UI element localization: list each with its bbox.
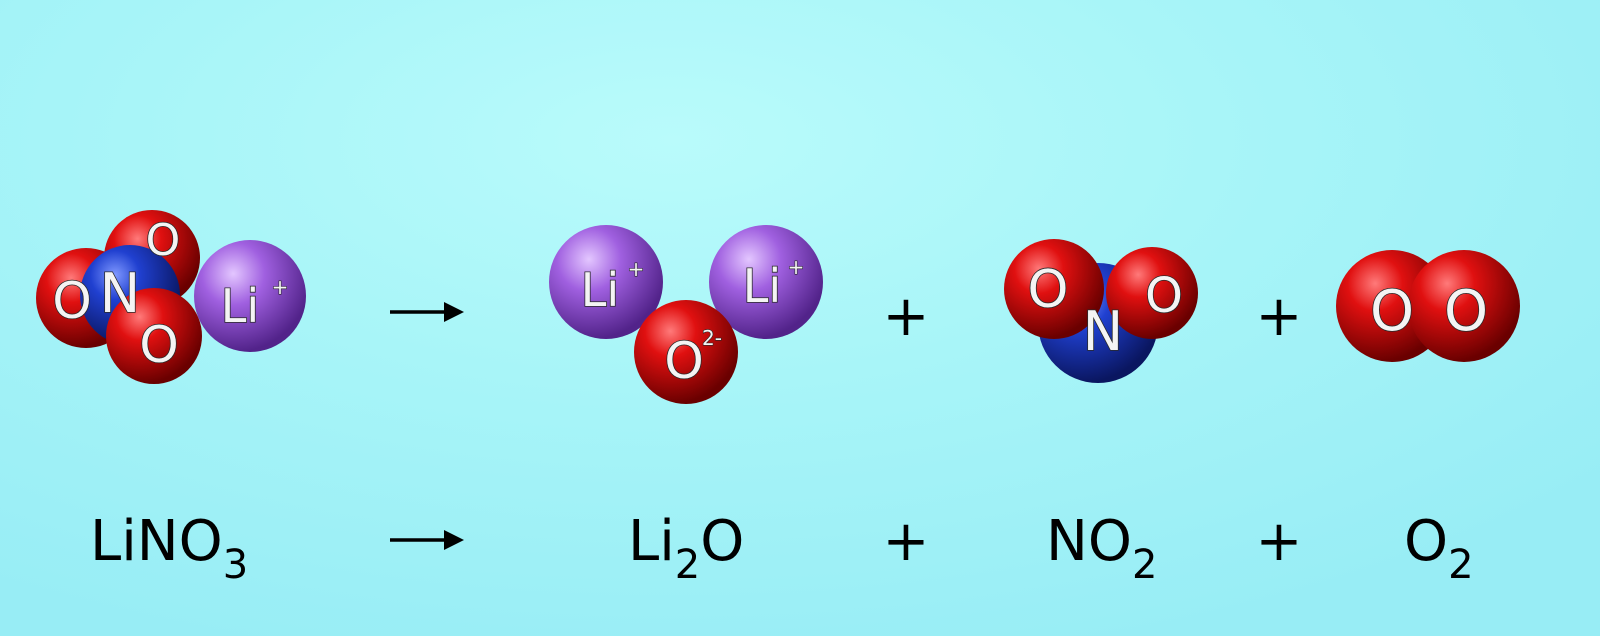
o2-molecule: O O — [1336, 250, 1520, 362]
atom-label-o: O — [146, 215, 181, 266]
atom-label-o: O — [1028, 260, 1069, 320]
atom-label-o: O — [1145, 268, 1183, 324]
oxygen-atom — [1106, 247, 1198, 339]
formula-main: NO — [1046, 509, 1132, 574]
charge-label: + — [272, 275, 289, 299]
plus-sign: + — [883, 509, 930, 574]
charge-label: + — [788, 255, 805, 279]
plus-sign: + — [1256, 284, 1303, 349]
formula-tail: O — [700, 509, 744, 574]
formula-no2: NO2 — [1046, 509, 1157, 588]
atom-label-li: Li — [581, 263, 619, 317]
oxygen-atom — [106, 288, 202, 384]
atom-label-o: O — [52, 272, 91, 330]
atom-label-n: N — [1083, 300, 1123, 363]
plus-sign: + — [1256, 509, 1303, 574]
lithium-atom — [709, 225, 823, 339]
atom-label-o: O — [1370, 279, 1414, 344]
arrow-icon — [390, 530, 464, 550]
formula-subscript: 3 — [223, 542, 248, 588]
atom-label-o: O — [1444, 279, 1488, 344]
atom-label-o: O — [139, 316, 178, 374]
lithium-atom — [194, 240, 306, 352]
atom-label-li: Li — [743, 259, 781, 313]
oxygen-atom — [1004, 239, 1104, 339]
no2-molecule: O O N — [1004, 239, 1198, 383]
formula-subscript: 2 — [1132, 542, 1157, 588]
formula-lino3: LiNO3 — [90, 509, 248, 588]
charge-label: + — [628, 257, 645, 281]
li2o-molecule: Li + Li + O 2- — [549, 225, 823, 404]
atom-label-n: N — [100, 262, 140, 325]
oxygen-atom — [634, 300, 738, 404]
atom-label-o: O — [664, 332, 703, 390]
formula-main: Li — [628, 509, 675, 574]
formula-subscript: 2 — [1448, 542, 1473, 588]
oxygen-atom — [1408, 250, 1520, 362]
charge-label: 2- — [702, 326, 722, 350]
plus-sign: + — [883, 284, 930, 349]
lino3-molecule: O O N O Li + — [36, 210, 306, 384]
formula-o2: O2 — [1404, 509, 1474, 588]
arrow-icon — [390, 302, 464, 322]
formula-main: LiNO — [90, 509, 223, 574]
atom-label-li: Li — [221, 279, 259, 333]
lithium-atom — [549, 225, 663, 339]
formula-subscript: 2 — [675, 542, 700, 588]
formula-li2o: Li2O — [628, 509, 744, 588]
formula-main: O — [1404, 509, 1448, 574]
